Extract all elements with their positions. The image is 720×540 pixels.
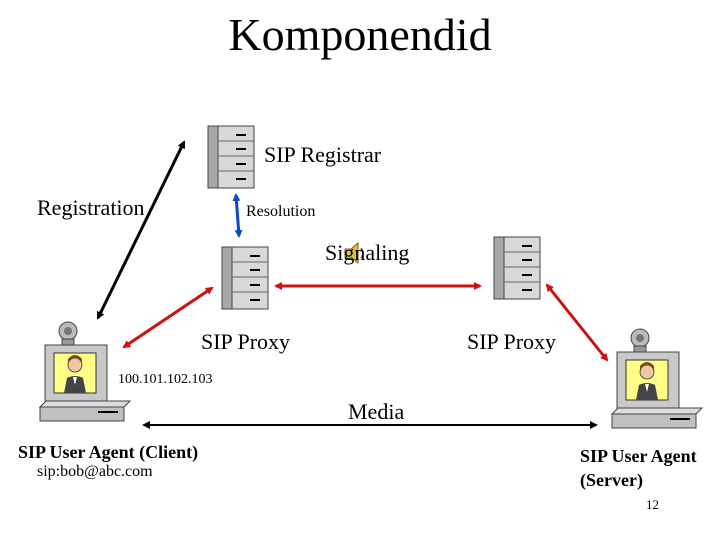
slide-title: Komponendid <box>228 9 492 60</box>
server-agent-label-line2: (Server) <box>580 470 643 490</box>
speaker-icon[interactable] <box>344 241 364 265</box>
sip-proxy-left-server-icon <box>221 246 269 310</box>
sip-registrar-server-icon <box>207 125 255 189</box>
client-computer-icon <box>39 321 131 422</box>
registration-arrow <box>96 140 186 320</box>
resolution-arrow <box>232 193 243 238</box>
page-number: 12 <box>646 497 659 512</box>
media-label: Media <box>348 399 405 424</box>
resolution-label: Resolution <box>246 203 316 220</box>
signaling-label: Signaling <box>325 240 410 265</box>
server-computer-icon <box>611 328 703 429</box>
sip-proxy-right-server-icon <box>493 236 541 300</box>
sip-proxy-left-label: SIP Proxy <box>201 329 291 354</box>
server-agent-label-line1: SIP User Agent <box>580 446 697 466</box>
client-ip-label: 100.101.102.103 <box>118 372 213 387</box>
client-agent-label: SIP User Agent (Client) <box>18 442 199 462</box>
server-agent-label: SIP User Agent (Server) <box>580 444 697 492</box>
sip-proxy-right-label: SIP Proxy <box>467 329 557 354</box>
sip-registrar-label: SIP Registrar <box>264 142 382 167</box>
proxy-server-arrow <box>545 283 609 362</box>
client-proxy-arrow <box>122 286 214 349</box>
client-uri-label: sip:bob@abc.com <box>37 463 153 480</box>
registration-label: Registration <box>37 195 145 220</box>
